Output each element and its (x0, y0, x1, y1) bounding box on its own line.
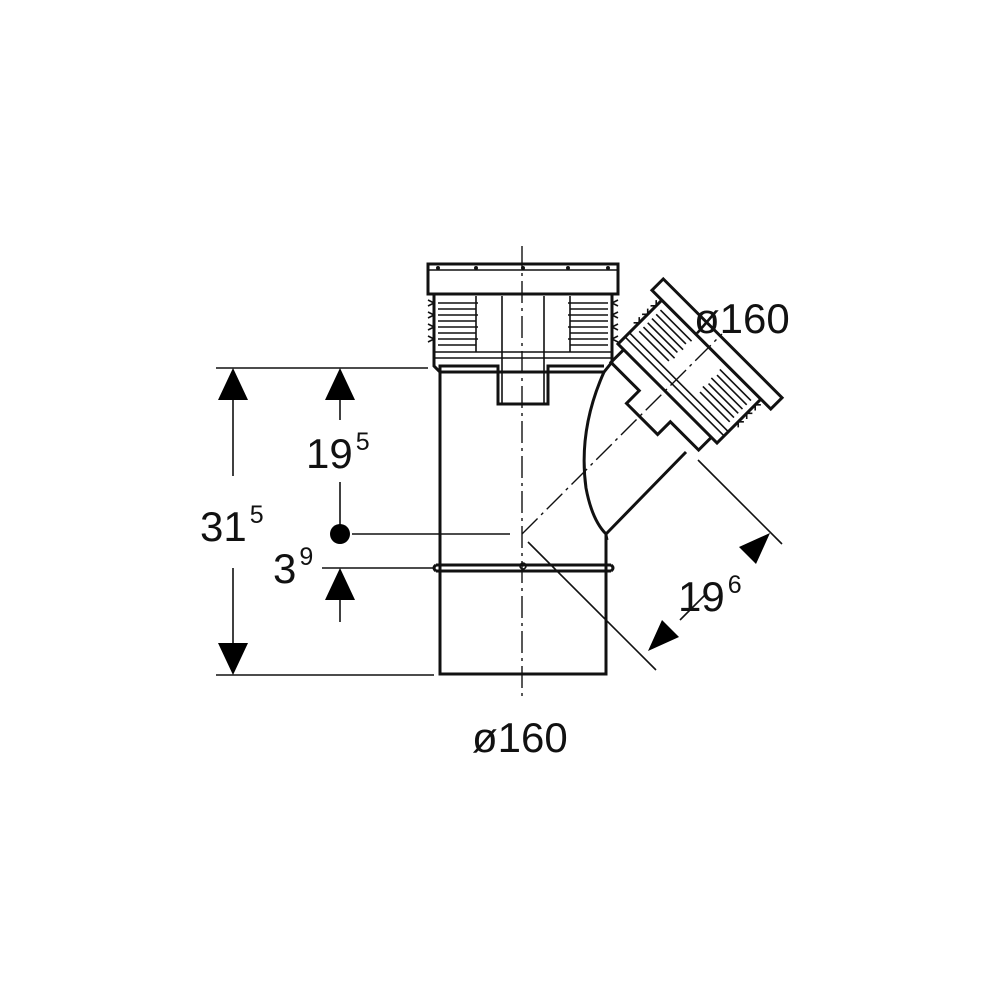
dimension-arrow (325, 368, 355, 400)
upper-length-value: 19 (306, 430, 353, 477)
dimension-arrow (218, 368, 248, 400)
centre-lines (521, 246, 723, 700)
lower-offset-value: 3 (273, 545, 297, 592)
top-socket (426, 262, 620, 406)
total-height-value: 31 (200, 503, 247, 550)
main-diameter-label: ø160 (472, 717, 568, 759)
dimension-arrow (325, 568, 355, 600)
dimension-arrow (739, 533, 770, 564)
branch-length-decimal: 6 (727, 571, 742, 599)
main-diameter-value: ø160 (472, 714, 568, 761)
dimension-arrow (218, 643, 248, 675)
upper-length-decimal: 5 (355, 428, 370, 456)
branch-length-value: 19 (678, 573, 725, 620)
dimension-lines (216, 367, 783, 676)
lower-offset-decimal: 9 (299, 543, 314, 571)
main-pipe (432, 372, 615, 676)
branch-diameter-label: ø160 (694, 298, 790, 340)
reference-point-icon (330, 524, 350, 544)
branch-socket (582, 276, 785, 536)
dimension-arrow (648, 620, 679, 651)
total-height-decimal: 5 (249, 501, 264, 529)
branch-diameter-value: ø160 (694, 295, 790, 342)
